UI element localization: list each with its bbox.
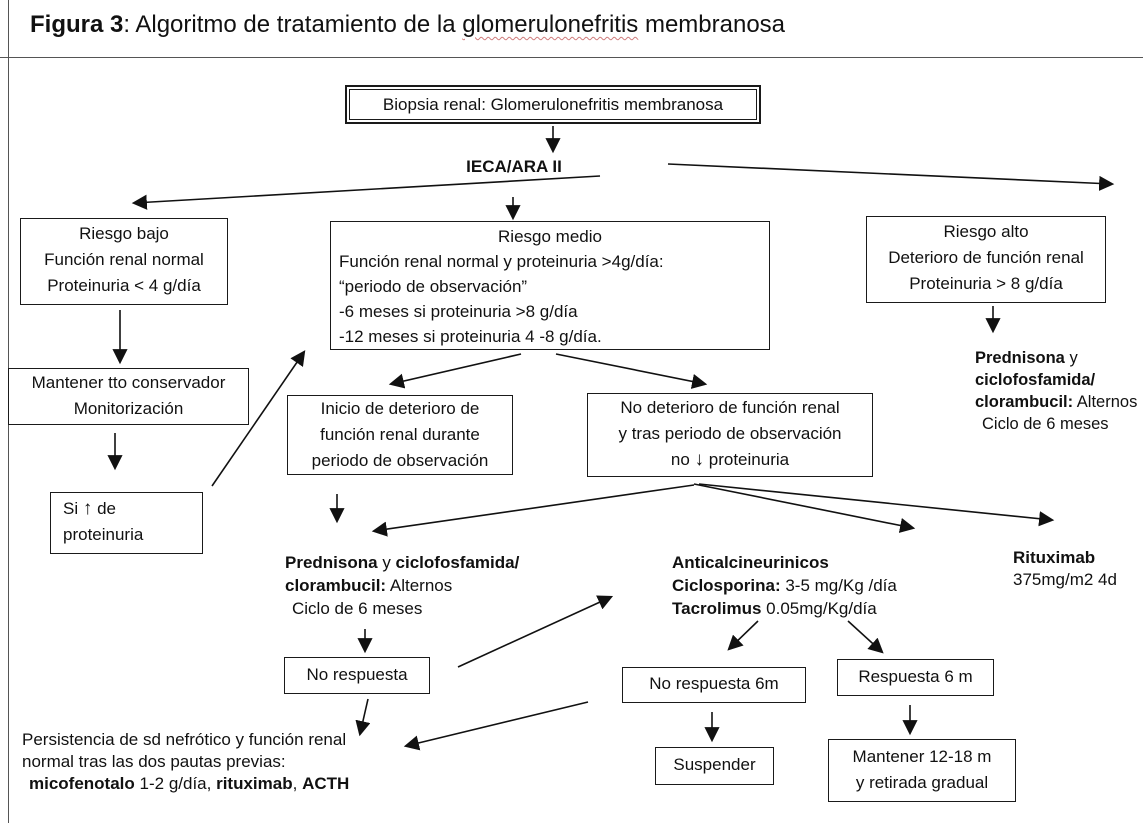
note-prednisona-right: Prednisona y ciclofosfamida/ clorambucil… xyxy=(975,349,1138,433)
arrow-medio-to-inicio xyxy=(388,353,522,389)
figure-title-divider xyxy=(0,57,1143,58)
node-si-aumento-proteinuria: Si ↑ de proteinuria xyxy=(50,492,203,554)
note-anticalcineurinicos: Anticalcineurinicos Ciclosporina: 3-5 mg… xyxy=(672,553,897,618)
arrow-anti-to-respuesta-6m xyxy=(847,620,884,654)
node-respuesta-6m: Respuesta 6 m xyxy=(837,659,994,696)
arrow-anti-to-no-respuesta-6m xyxy=(727,620,759,651)
node-no-respuesta: No respuesta xyxy=(284,657,430,694)
arrow-fan-to-prednisona xyxy=(371,484,695,537)
node-no-deterioro: No deterioro de función renal y tras per… xyxy=(587,393,873,477)
note-rituximab: Rituximab 375mg/m2 4d xyxy=(1013,548,1117,589)
spellcheck-underlined-word: glomerulonefritis xyxy=(462,11,639,38)
down-arrow-icon: ↓ xyxy=(694,449,705,470)
node-suspender: Suspender xyxy=(655,747,774,785)
node-mantener-conservador: Mantener tto conservador Monitorización xyxy=(8,368,249,425)
figure-number: Figura 3 xyxy=(30,11,124,38)
node-inicio-deterioro: Inicio de deterioro de función renal dur… xyxy=(287,395,513,475)
up-arrow-icon: ↑ xyxy=(82,498,93,519)
node-mantener-12-18: Mantener 12-18 m y retirada gradual xyxy=(828,739,1016,802)
node-biopsia-renal-label: Biopsia renal: Glomerulonefritis membran… xyxy=(349,89,757,120)
node-ieca-ara2: IECA/ARA II xyxy=(466,157,562,176)
node-riesgo-bajo: Riesgo bajo Función renal normal Protein… xyxy=(20,218,228,305)
arrow-ieca-to-riesgo-bajo xyxy=(131,175,601,210)
note-prednisona-left: Prednisona y ciclofosfamida/ clorambucil… xyxy=(285,553,520,618)
node-biopsia-renal: Biopsia renal: Glomerulonefritis membran… xyxy=(345,85,761,124)
figure-title: Figura 3: Algoritmo de tratamiento de la… xyxy=(30,11,786,38)
arrow-fan-to-rituximab xyxy=(698,483,1055,527)
node-riesgo-medio: Riesgo medio Función renal normal y prot… xyxy=(330,221,770,350)
node-no-respuesta-6m: No respuesta 6m xyxy=(622,667,806,703)
arrow-ieca-to-riesgo-alto xyxy=(667,163,1115,192)
note-persistencia: Persistencia de sd nefrótico y función r… xyxy=(22,730,350,793)
node-riesgo-alto: Riesgo alto Deterioro de función renal P… xyxy=(866,216,1106,303)
arrow-medio-to-no-deterioro xyxy=(555,353,708,389)
arrow-fan-to-anticalcineurinicos xyxy=(693,483,916,533)
